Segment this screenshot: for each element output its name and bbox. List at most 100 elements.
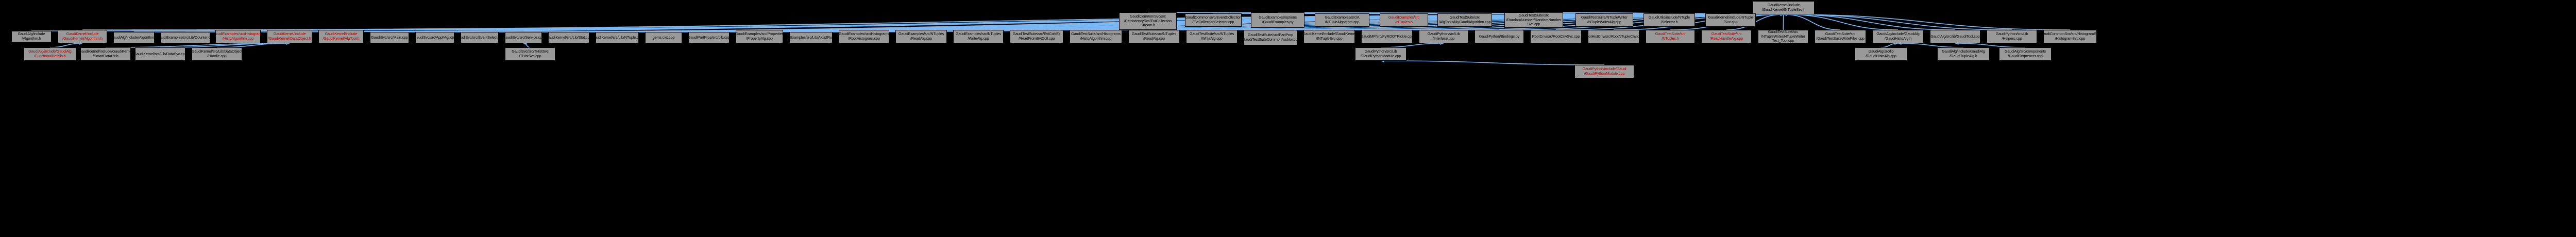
node-label-line: /EvtCollectionSelector.cpp xyxy=(1192,20,1234,24)
node-label-line: GaudiCommonSvc/src xyxy=(1129,14,1166,19)
graph-node[interactable]: GaudiMP/src/PyROOTPickle.cpp xyxy=(1361,30,1413,43)
graph-edge xyxy=(49,42,83,48)
node-label-line: /Helpers.cpp xyxy=(2002,36,2022,41)
node-label-line: /GaudiKernel/INTupleSvc.h xyxy=(1761,7,1806,12)
graph-node[interactable]: GaudiTestSuite/src/GaudiTestSuiteWriteFi… xyxy=(1815,30,1866,43)
graph-node[interactable]: GaudiTestSuite/src/NTuples.h xyxy=(1646,30,1695,43)
graph-edge xyxy=(1783,13,1841,30)
graph-node[interactable]: GaudiTestSuite/src/NTuples/ReadAlg.cpp xyxy=(1128,30,1180,43)
graph-node[interactable]: GaudiSvc/src/Main.cpp xyxy=(370,32,409,43)
graph-node[interactable]: GaudiKernel/src/Lib/NTuple.cpp xyxy=(596,32,639,43)
graph-node[interactable]: GaudiPartProp/src/Lib.cpp xyxy=(688,32,730,43)
node-label-line: GaudiSvc/src/Service.cpp xyxy=(505,35,542,40)
graph-edge xyxy=(216,42,290,48)
graph-node-root[interactable]: GaudiKernel/include/GaudiKernel/INTupleS… xyxy=(1753,1,1815,14)
graph-node[interactable]: GaudiPython/src/Lib/Interface.cpp xyxy=(1419,30,1468,43)
node-label-line: /SmartDataPtr.h xyxy=(93,54,118,58)
graph-node[interactable]: GaudiKernel/include/GaudiKernel/INTupleS… xyxy=(1303,30,1355,43)
graph-node[interactable]: GaudiKernel/include/GaudiKernel/AlgTool.… xyxy=(318,30,364,43)
graph-node[interactable]: GaudiSvc/src/Service.cpp xyxy=(505,32,542,43)
graph-edge xyxy=(160,42,290,48)
graph-node[interactable]: GaudiAlg/src/lib/GaudiHistoAlg.cpp xyxy=(1855,47,1907,61)
node-label-line: Test_Tool.cpp xyxy=(1772,38,1794,43)
graph-edge xyxy=(1897,42,1964,48)
graph-node[interactable]: GaudiTestSuite/src/ReadHandleAlg.cpp xyxy=(1701,30,1752,43)
graph-node[interactable]: GaudiAlg/src/components/GaudiSequencer.c… xyxy=(1999,47,2052,61)
node-label-line: GaudiAlg/src/lib/GaudiTool.cpp xyxy=(1930,33,1980,39)
graph-node[interactable]: GaudiAlg/include/GaudiAlg/GaudiHistoAlg.… xyxy=(1872,30,1924,43)
node-label-line: GaudiKernel/include/GaudiKernel xyxy=(80,49,131,54)
graph-node[interactable]: GaudiPython/src/Lib/Helpers.cpp xyxy=(1987,30,2037,43)
graph-node[interactable]: GaudiKernel/include/GaudiKernel/Algorith… xyxy=(58,30,107,43)
graph-node[interactable]: GaudiExamples/src/NTuples/WriteAlg.cpp xyxy=(953,30,1004,43)
graph-node[interactable]: GaudiAlg/include/GaudiAlg/FunctionalDeta… xyxy=(24,47,76,61)
node-label-line: GaudiKernel/include xyxy=(66,31,99,37)
graph-node[interactable]: GaudiExamples/options/GaudiExamples.py xyxy=(1251,12,1304,28)
node-label-line: /GaudiKernel/DataObject.h xyxy=(268,36,311,41)
node-label-line: /GaudiTestSuiteWriteFiles.cpp xyxy=(1816,36,1865,41)
graph-node[interactable]: GaudiExamples/src/Histograms/RootHistogr… xyxy=(839,30,889,43)
graph-node[interactable]: GaudiAlg/include/Algorithm.h xyxy=(113,32,155,43)
graph-node[interactable]: gems.cxx.cpp xyxy=(645,32,682,43)
graph-node[interactable]: GaudiPython/Bindings.py xyxy=(1475,30,1524,43)
graph-node[interactable]: GaudiTestSuite/src/RandomNumber/RandomNu… xyxy=(1504,12,1563,28)
graph-node[interactable]: GaudiExamples/src/NTuples.h xyxy=(1380,13,1428,27)
graph-node[interactable]: RootHistCnv/src/RootNTupleCnv.cpp xyxy=(1588,30,1639,43)
graph-node[interactable]: GaudiExamples/src/A/NTupleAlgorithm.cpp xyxy=(1315,13,1369,27)
graph-node[interactable]: GaudiTestSuite/src/NTupleWriter/NTupleWr… xyxy=(1758,30,1808,43)
node-label-line: GaudiTestSuite/NTupleWriter xyxy=(1581,15,1628,20)
graph-node[interactable]: GaudiKernel/src/Lib/Stat.cpp xyxy=(548,32,589,43)
graph-edge xyxy=(1783,13,2012,30)
graph-node[interactable]: GaudiTestSuite/src/NTuples/WriteAlg.cpp xyxy=(1186,30,1238,43)
node-label-line: /GaudiHistoAlg.cpp xyxy=(1866,54,1896,58)
graph-node[interactable]: GaudiCommonSvc/src/PersistencySvc/EvtCol… xyxy=(1119,12,1177,30)
graph-node[interactable]: RootCnv/src/RootCnvSvc.cpp xyxy=(1530,30,1582,43)
graph-node[interactable]: GaudiUtils/include/NTuple/Selector.h xyxy=(1643,13,1695,27)
graph-node[interactable]: GaudiKernel/src/Lib/DataSvc.cpp xyxy=(135,47,185,61)
graph-node[interactable]: GaudiPython/include/Gaudi/GaudiPythonMod… xyxy=(1574,65,1634,78)
graph-edge xyxy=(1380,59,1605,65)
graph-node[interactable]: GaudiKernel/include/GaudiKernel/DataObje… xyxy=(267,30,312,43)
node-label-line: GaudiTestSuite/src/NTuples xyxy=(1189,31,1234,37)
graph-node[interactable]: GaudiTestSuite/src/AlgTools/MyGaudiAlgor… xyxy=(1437,13,1492,27)
node-label-line: GaudiSvc/src/THistSvc xyxy=(512,49,549,54)
graph-node[interactable]: GaudiTestSuite/src/Histograms/HistoAlgor… xyxy=(1070,30,1122,43)
graph-node[interactable]: GaudiTestSuite/NTupleWriter/NTupleWriter… xyxy=(1575,13,1633,27)
graph-edge xyxy=(1783,13,1899,30)
graph-node[interactable]: GaudiAlg/src/lib/GaudiTool.cpp xyxy=(1930,30,1980,43)
graph-node[interactable]: GaudiExamples/src/NTuples/ReadAlg.cpp xyxy=(895,30,947,43)
node-label-line: GaudiExamples/options xyxy=(1259,15,1297,20)
graph-node[interactable]: GaudiKernel/include/NTuple/Svc.cpp xyxy=(1705,13,1756,27)
graph-node[interactable]: GaudiKernel/src/Lib/DataObject/Handle.cp… xyxy=(192,47,242,61)
node-label-line: /GaudiTupleAlg.h xyxy=(1950,54,1977,58)
graph-edge xyxy=(389,13,1784,32)
graph-node[interactable]: GaudiExamples/src/Lib/Counter.cpp xyxy=(161,32,210,43)
graph-node[interactable]: GaudiKernel/include/GaudiKernel/SmartDat… xyxy=(80,47,131,61)
graph-node[interactable]: GaudiTestSuite/src/PartProp/GaudiTestSui… xyxy=(1244,30,1297,45)
graph-node[interactable]: GaudiTestSuite/src/EvtColsEx/ReadFromEvt… xyxy=(1010,30,1063,43)
node-label-line: GaudiSvc/src/EventSelector.h xyxy=(461,35,498,40)
node-label-line: GaudiExamples/src/NTuples xyxy=(955,31,1002,37)
node-label-line: /FunctionalDetails.h xyxy=(34,54,66,58)
graph-edge xyxy=(523,42,531,48)
node-label-line: GaudiTestSuite/src xyxy=(1518,13,1549,18)
node-label-line: GaudiTestSuite/src xyxy=(1711,31,1742,37)
node-label-line: /GaudiKernel/Algorithm.h xyxy=(62,36,103,41)
node-label-line: /AlgTools/MyGaudiAlgorithm.cpp xyxy=(1438,20,1491,24)
graph-node[interactable]: GaudiExamples/src/Lib/Aida2Root.cpp xyxy=(789,32,833,43)
graph-node[interactable]: GaudiAlg/include/GaudiAlg/GaudiTupleAlg.… xyxy=(1937,47,1990,61)
graph-node[interactable]: GaudiSvc/src/EventSelector.h xyxy=(461,32,499,43)
node-label-line: /HistogramSvc.cpp xyxy=(2055,36,2086,41)
graph-node[interactable]: GaudiSvc/src/ApplMgr.cpp xyxy=(415,32,454,43)
graph-edge xyxy=(1380,42,1444,48)
graph-node[interactable]: GaudiExamples/src/Histograms/HistoAlgori… xyxy=(215,30,261,43)
graph-node[interactable]: GaudiCommonSvc/EventCollection/EvtCollec… xyxy=(1185,13,1242,27)
node-label-line: /GaudiExamples.py xyxy=(1262,20,1294,24)
graph-node[interactable]: GaudiExamples/src/Properties/PropertyAlg… xyxy=(736,30,783,43)
graph-node[interactable]: GaudiCommonSvc/src/HistogramSvc/Histogra… xyxy=(2043,30,2097,43)
graph-node[interactable]: GaudiAlg/include/Algorithm.h xyxy=(11,31,52,42)
node-label-line: GaudiPython/src/Lib xyxy=(1427,31,1460,37)
graph-node[interactable]: GaudiSvc/src/THistSvc/THistSvc.cpp xyxy=(505,47,555,61)
node-label-line: GaudiPython/src/Lib xyxy=(1995,31,2028,37)
graph-node[interactable]: GaudiPython/src/Lib/GaudiPythonModule.cp… xyxy=(1355,47,1406,61)
